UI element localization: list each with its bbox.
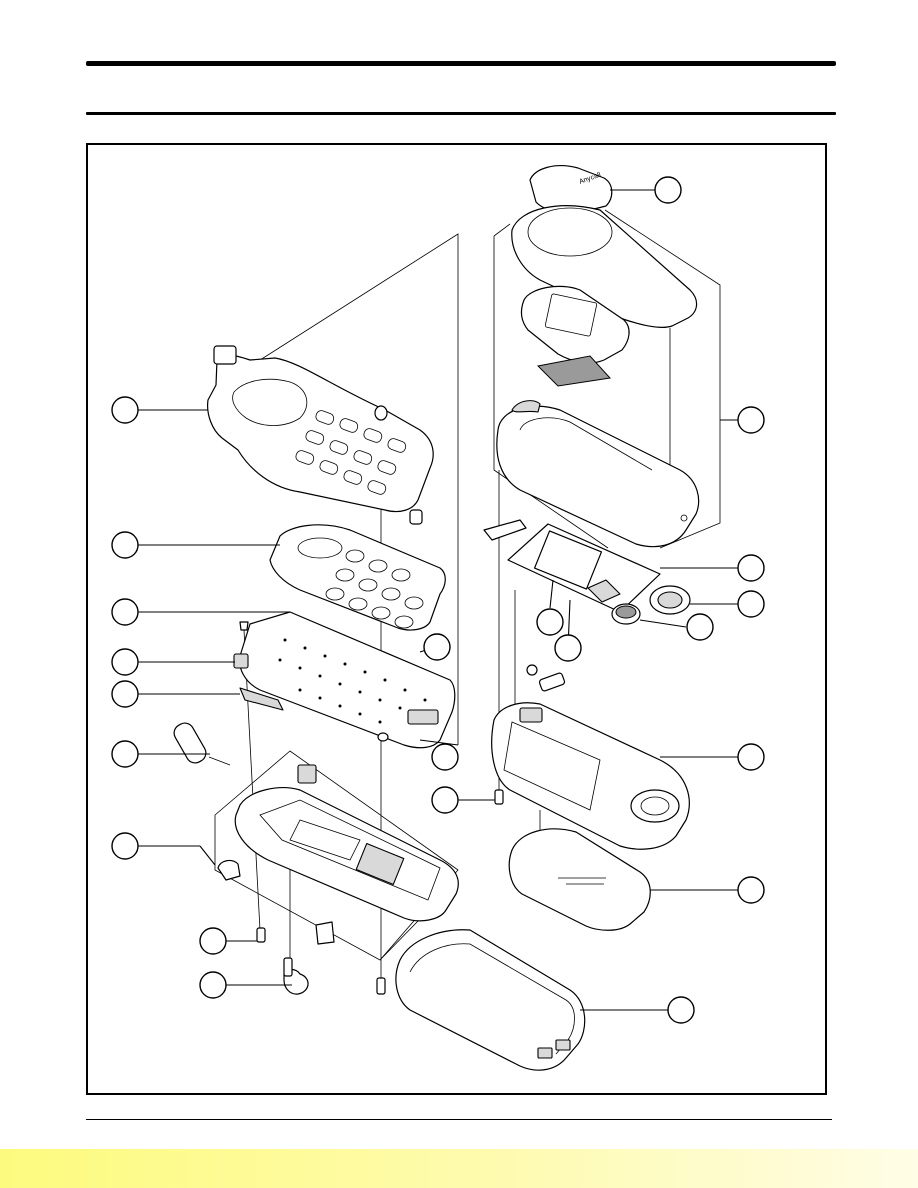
callout-marker: [686, 613, 714, 641]
speaker: [649, 585, 691, 615]
folder-back-cover: [508, 828, 651, 931]
figure-frame: [86, 143, 827, 1095]
rear-case: [217, 764, 459, 945]
front-cover: [207, 345, 434, 525]
antenna: [173, 722, 231, 766]
callout-marker: [111, 680, 139, 708]
callout-marker: [199, 927, 227, 955]
footer-band: [0, 1149, 918, 1188]
callout-marker: [111, 531, 139, 559]
callout-marker: [111, 648, 139, 676]
display-window: Anycall: [529, 165, 613, 214]
lcd-module: [520, 285, 630, 387]
callout-marker: [737, 406, 765, 434]
callout-marker: [737, 590, 765, 618]
callout-marker: [737, 876, 765, 904]
footer-rule: [86, 1119, 832, 1120]
front-folder-case: [496, 400, 700, 548]
folder-screw: [494, 789, 504, 805]
callout-marker: [431, 743, 459, 771]
callout-marker: [111, 396, 139, 424]
header-rule: [86, 112, 836, 115]
callout-marker: [111, 740, 139, 768]
keypad-rubber: [269, 524, 446, 631]
ground-clip: [283, 957, 309, 995]
callout-marker: [654, 176, 682, 204]
callout-marker: [737, 554, 765, 582]
folder-upper: [511, 205, 698, 329]
header-rule-thick: [86, 61, 836, 66]
callout-leaders: [138, 189, 738, 1011]
sub-pcb: [483, 519, 661, 613]
front-cover-key-holes: [295, 410, 407, 495]
callout-markers: [111, 176, 765, 1024]
case-screw-left: [256, 927, 266, 943]
battery-pack: [395, 929, 586, 1071]
case-screw-bottom: [376, 977, 386, 995]
callout-marker: [199, 971, 227, 999]
callout-marker: [111, 832, 139, 860]
receiver: [611, 603, 641, 625]
rear-folder-case: [491, 664, 690, 850]
callout-marker: [423, 633, 451, 661]
callout-marker: [536, 608, 564, 636]
callout-marker: [111, 598, 139, 626]
main-pcb: [233, 611, 456, 749]
callout-marker: [554, 634, 582, 662]
callout-marker: [667, 996, 695, 1024]
callout-marker: [431, 786, 459, 814]
side-key: [239, 687, 284, 711]
callout-marker: [737, 743, 765, 771]
pcb-screw: [239, 621, 249, 631]
